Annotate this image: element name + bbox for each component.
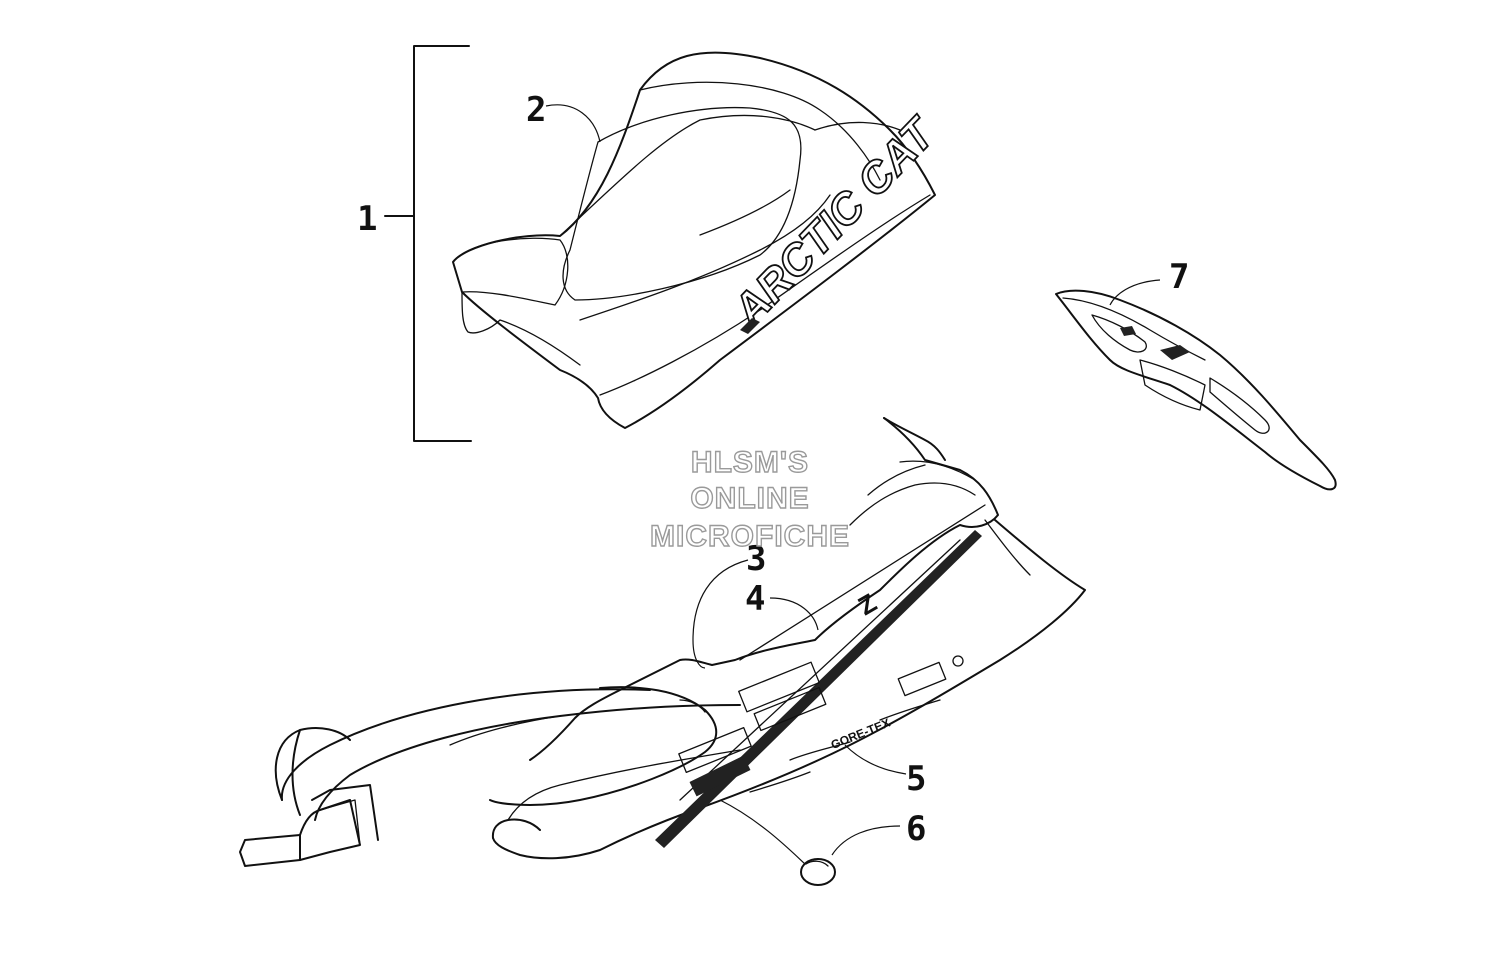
callout-7: 7	[1169, 257, 1189, 297]
watermark-line-3: MICROFICHE	[650, 520, 850, 553]
grommet-cap	[800, 858, 836, 886]
callout-3: 3	[746, 539, 766, 579]
watermark-line-1: HLSM'S	[691, 446, 809, 479]
leader-lines	[545, 104, 1161, 865]
seat-logo: ARCTIC CAT	[723, 108, 946, 336]
callout-6: 6	[906, 809, 926, 849]
callout-4: 4	[745, 579, 765, 619]
watermark-line-2: ONLINE	[690, 482, 809, 515]
assembly-bracket	[384, 45, 472, 442]
callout-1: 1	[357, 199, 377, 239]
decal-sheet	[1055, 289, 1337, 491]
gore-tex-decal: GORE-TEX	[829, 716, 892, 752]
seat-base: Z GORE-TEX	[239, 417, 1086, 867]
callout-5: 5	[906, 759, 926, 799]
callout-2: 2	[526, 90, 546, 130]
callout-labels: 1 2 3 4 5 6 7	[357, 90, 1189, 849]
watermark: HLSM'S ONLINE MICROFICHE	[649, 445, 850, 553]
